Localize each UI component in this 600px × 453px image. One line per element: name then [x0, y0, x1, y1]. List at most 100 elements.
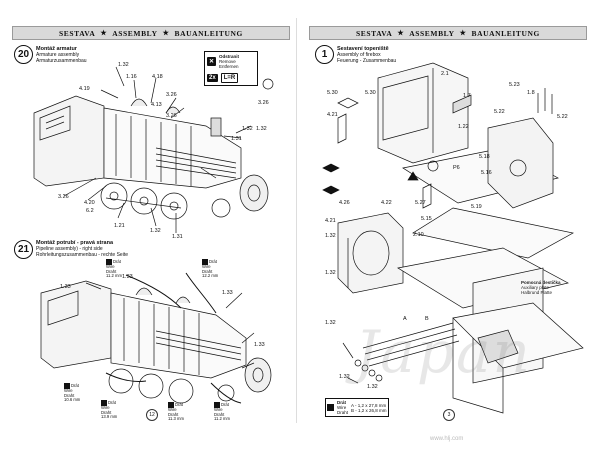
part-label: 4.26	[339, 200, 350, 206]
mirror-badge: L=R	[220, 73, 239, 83]
part-label: 1.16	[126, 74, 137, 80]
step-1-title-de: Feuerung - Zusammenbau	[337, 58, 397, 64]
part-label: 1.32	[150, 228, 161, 234]
step-1-number: 1	[315, 45, 334, 64]
wire-icon	[327, 404, 334, 411]
part-label: 5.27	[415, 200, 426, 206]
wire-icon	[168, 402, 174, 408]
part-label: 1.21	[114, 223, 125, 229]
part-label: 3.26	[166, 113, 177, 119]
part-label: 1.31	[231, 136, 242, 142]
watermark: Japan	[355, 318, 532, 386]
part-label: 1.32	[339, 374, 350, 380]
part-label: 1.32	[256, 126, 267, 132]
step-20-title: Montáž armatur Armature assembly Armatur…	[36, 46, 87, 64]
header-word-en: ASSEMBLY	[409, 28, 455, 38]
page-number: 3	[443, 409, 455, 421]
part-label: 4.13	[151, 102, 162, 108]
step-21-title-en: Pipeline assembly) - right side	[36, 246, 103, 252]
part-label: 4.20	[84, 200, 95, 206]
header-word-de: BAUANLEITUNG	[174, 28, 243, 38]
part-label: 5.22	[557, 114, 568, 120]
wire-icon	[202, 259, 208, 265]
part-label: 1.33	[254, 342, 265, 348]
part-label: 1.7	[463, 93, 471, 99]
part-label: 5.18	[479, 154, 490, 160]
wire-legend: Drát Wire Draht A - 1,2 x 27,8 mm B - 1,…	[325, 398, 389, 417]
part-label: 1.22	[458, 124, 469, 130]
locomotive-drawing-step20	[33, 66, 274, 233]
locomotive-drawing-step21	[40, 272, 272, 404]
step-1-title-cz: Sestavení topeniště	[337, 46, 389, 52]
part-label: 1.32	[242, 126, 253, 132]
star-icon: ★	[397, 29, 405, 37]
part-label: 4.21	[325, 218, 336, 224]
step-21-title: Montáž potrubí - pravá strana Pipeline a…	[36, 240, 128, 258]
step-20-title-cz: Montáž armatur	[36, 46, 77, 52]
part-label: 2.10	[413, 232, 424, 238]
wire-legend-en: Wire	[337, 405, 347, 410]
plate-note-en: Auxiliary plate	[521, 285, 550, 290]
wire-marker-b: B	[425, 316, 429, 322]
remove-legend: ✕ Odstranit Remove Entfernen 2x L=R	[204, 51, 258, 86]
part-label: 5.23	[509, 82, 520, 88]
step-21-title-de: Rohrleitungszusammenbau - rechte Seite	[36, 252, 128, 258]
part-label: 2.1	[441, 71, 449, 77]
step-20-title-de: Armaturzusammenbau	[36, 58, 87, 64]
wire-legend-cz: Drát	[337, 400, 347, 405]
star-icon: ★	[162, 29, 170, 37]
wire-icon	[101, 400, 107, 406]
star-icon: ★	[459, 29, 467, 37]
star-icon: ★	[100, 29, 108, 37]
part-label: 5.15	[421, 216, 432, 222]
part-label: 4.22	[381, 200, 392, 206]
quantity-badge: 2x	[207, 74, 218, 82]
left-header: SESTAVA ★ ASSEMBLY ★ BAUANLEITUNG	[12, 26, 290, 40]
part-label: 3.26	[58, 194, 69, 200]
wire-legend-de: Draht	[337, 410, 349, 415]
legend-remove-en: Remove	[219, 59, 236, 64]
part-label: 5.30	[327, 90, 338, 96]
part-label: 5.30	[365, 90, 376, 96]
part-label: 1.33	[222, 290, 233, 296]
part-label: 5.22	[494, 109, 505, 115]
part-label: 1.32	[325, 320, 336, 326]
page-number: 12	[146, 409, 158, 421]
remove-icon: ✕	[207, 57, 217, 66]
part-label: 1.32	[325, 233, 336, 239]
legend-remove-cz: Odstranit	[219, 54, 240, 59]
part-label: 5.16	[481, 170, 492, 176]
wire-icon	[64, 383, 70, 389]
footer-url: www.hlj.com	[430, 436, 464, 442]
part-label: 5.19	[471, 204, 482, 210]
step-21-number: 21	[14, 240, 33, 259]
part-label: 1.33	[122, 274, 133, 280]
part-label: 4.21	[327, 112, 338, 118]
header-word-en: ASSEMBLY	[112, 28, 158, 38]
part-label: 1.31	[172, 234, 183, 240]
part-label: P6	[453, 165, 460, 171]
left-page: SESTAVA ★ ASSEMBLY ★ BAUANLEITUNG 20 Mon…	[6, 18, 297, 423]
part-label: 1.33	[60, 284, 71, 290]
step-20-title-en: Armature assembly	[36, 52, 80, 58]
part-label: 1.32	[367, 384, 378, 390]
header-word-de: BAUANLEITUNG	[471, 28, 540, 38]
step-20-number: 20	[14, 45, 33, 64]
firebox-drawing	[322, 62, 584, 414]
part-label: 4.18	[152, 74, 163, 80]
part-label: 6.2	[86, 208, 94, 214]
wire-icon	[106, 259, 112, 265]
wire-legend-a: A - 1,2 x 27,8 mm	[351, 402, 387, 408]
part-label: 3.26	[258, 100, 269, 106]
wire-marker-a: A	[403, 316, 407, 322]
part-label: 1.32	[118, 62, 129, 68]
step-1-title: Sestavení topeniště Assembly of firebox …	[337, 46, 396, 64]
step-1-title-en: Assembly of firebox	[337, 52, 381, 58]
part-label: 3.26	[166, 92, 177, 98]
header-word-cz: SESTAVA	[59, 28, 96, 38]
